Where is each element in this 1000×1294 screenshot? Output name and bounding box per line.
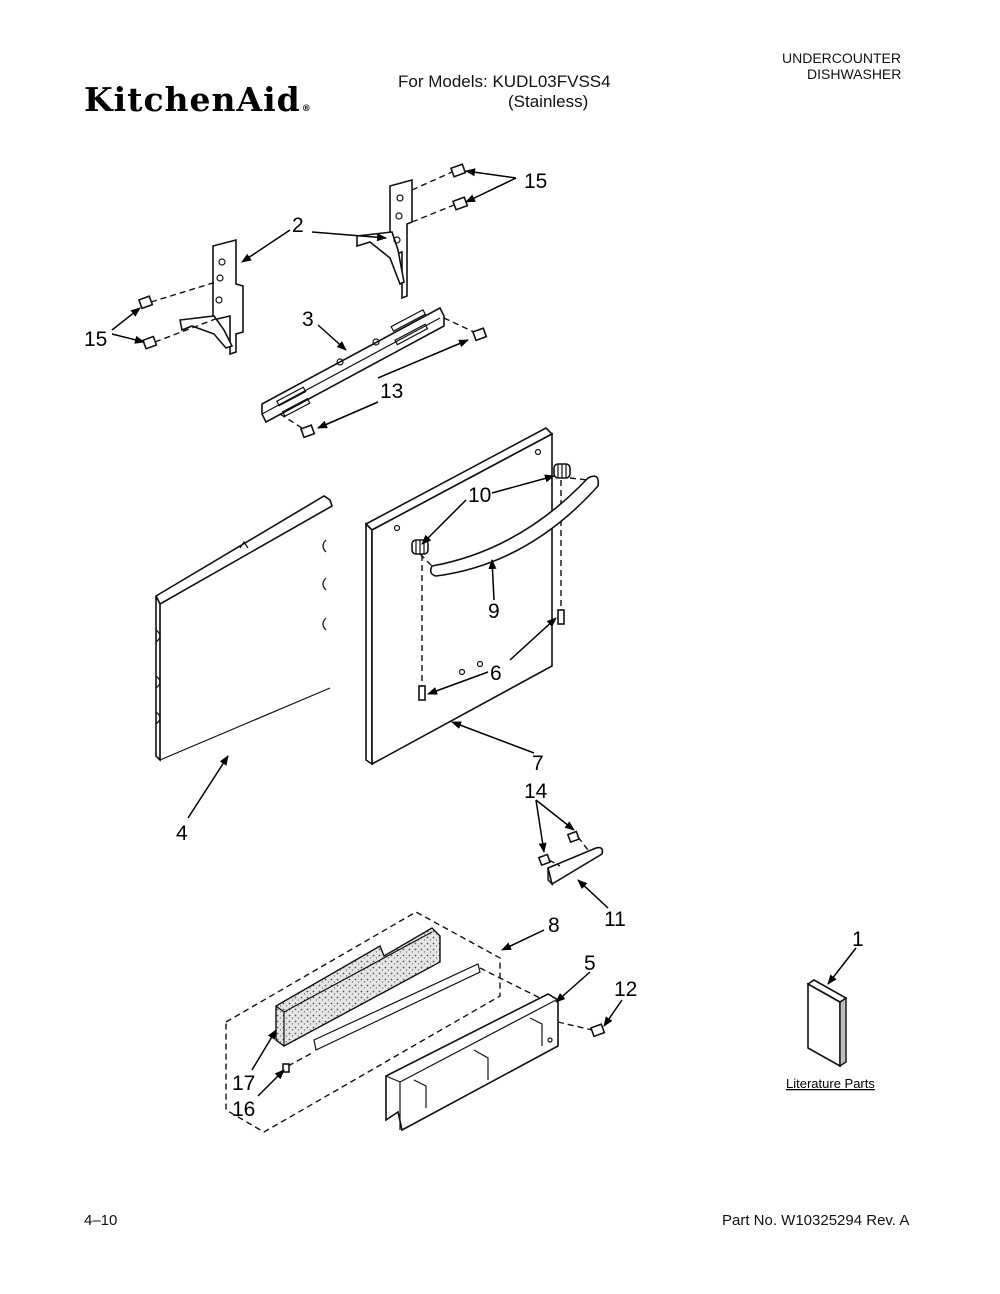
handle-standoff-right [553, 463, 571, 479]
insulation-kit-boundary [225, 911, 501, 1133]
hinge-bracket-left [179, 238, 244, 356]
callout-7: 7 [532, 752, 544, 775]
callout-10: 10 [468, 484, 491, 507]
callout-8: 8 [548, 914, 560, 937]
insulation-strip [282, 963, 541, 1073]
screw-15-lower-a [137, 281, 217, 310]
registered-mark: ® [301, 104, 312, 114]
hinge-bracket-right [356, 178, 413, 300]
door-front-panel [364, 427, 565, 766]
callout-14: 14 [524, 780, 548, 803]
screw-12 [557, 1021, 606, 1038]
screw-14-a [537, 853, 552, 867]
product-type-line-1: UNDERCOUNTER [782, 50, 901, 66]
product-type-line-2: DISHWASHER [807, 66, 902, 82]
insulation-foam [275, 927, 441, 1047]
callout-2: 2 [292, 214, 304, 237]
callout-3: 3 [302, 308, 314, 331]
callout-15-top: 15 [524, 170, 547, 193]
models-line: For Models: KUDL03FVSS4 [398, 72, 611, 91]
literature-parts-label: Literature Parts [786, 1076, 875, 1091]
callout-1: 1 [852, 928, 864, 951]
screw-15-lower-b [141, 317, 219, 350]
page-number: 4–10 [84, 1212, 118, 1229]
callout-6: 6 [490, 662, 502, 685]
mounting-bracket [261, 306, 445, 424]
kitchenaid-logo: KitchenAid® [84, 80, 312, 119]
brand-name: KitchenAid [84, 80, 301, 119]
handle-standoff-left [411, 539, 429, 555]
callout-13: 13 [380, 380, 403, 403]
literature-booklet [806, 979, 848, 1068]
leader-lines [111, 168, 857, 1097]
callout-11: 11 [604, 908, 626, 931]
callout-15-left: 15 [84, 328, 107, 351]
screw-15-upper-a [411, 163, 467, 191]
door-back-panel [154, 495, 333, 762]
screw-13-left [279, 413, 316, 439]
lower-trim-piece [547, 846, 604, 887]
callout-4: 4 [176, 822, 188, 845]
screw-15-upper-b [411, 196, 469, 223]
callout-16: 16 [232, 1098, 255, 1121]
callout-5: 5 [584, 952, 596, 975]
callout-17: 17 [232, 1072, 255, 1095]
door-handle [419, 475, 600, 577]
toe-panel [385, 993, 559, 1132]
part-number: Part No. W10325294 Rev. A [722, 1212, 910, 1229]
finish-line: (Stainless) [508, 92, 589, 111]
callout-12: 12 [614, 978, 637, 1001]
screw-13-right [443, 317, 488, 342]
callout-9: 9 [488, 600, 500, 623]
screw-14-b [566, 830, 581, 844]
